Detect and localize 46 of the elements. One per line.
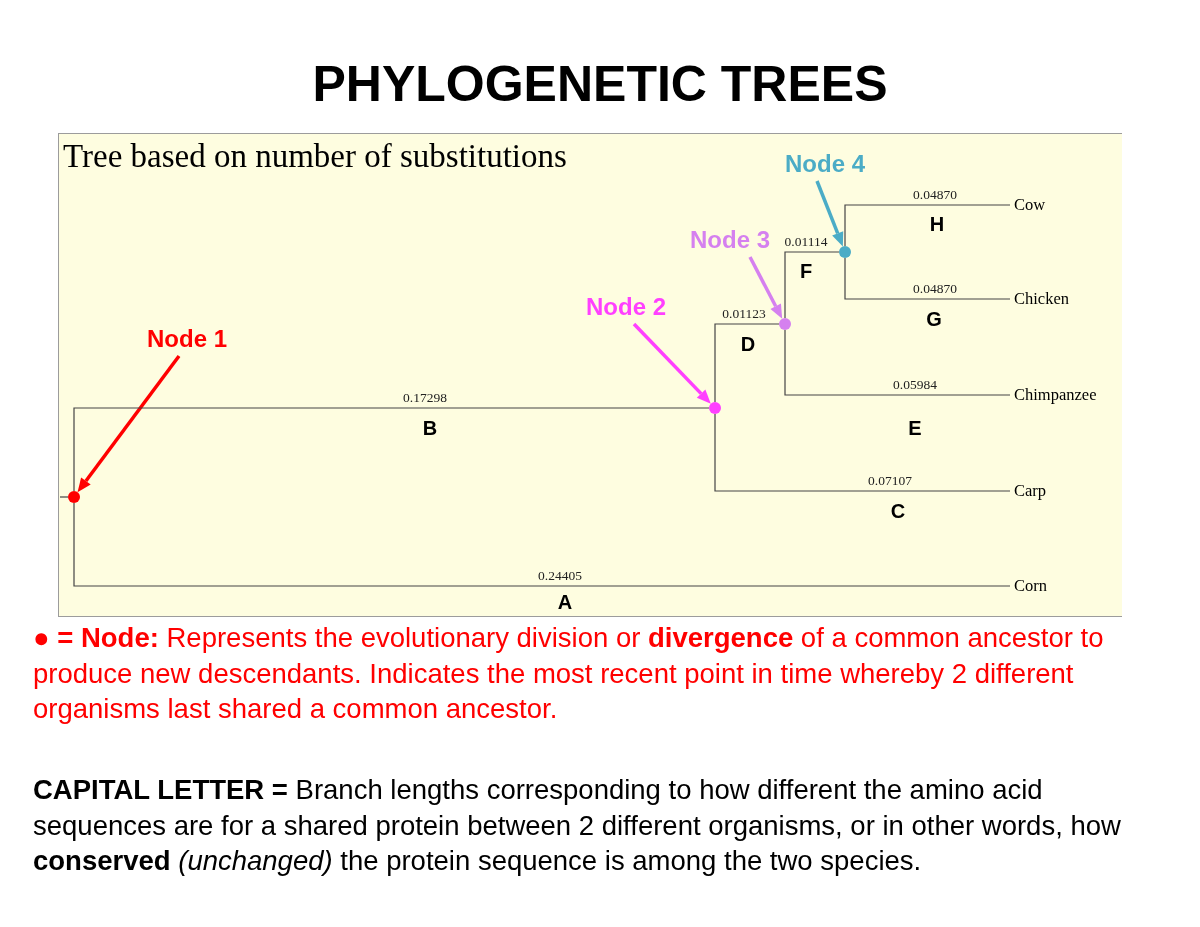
leader-arrow [632, 322, 711, 404]
branch-point-dot [779, 318, 791, 330]
species-label: Chicken [1010, 289, 1069, 309]
branch-length-label: 0.04870 [913, 187, 957, 202]
tree-branch-line [714, 323, 780, 403]
branch-letter: D [740, 333, 756, 355]
branch-length-label: 0.07107 [868, 473, 912, 488]
branch-letter: F [799, 260, 813, 282]
branch-point-dot [839, 246, 851, 258]
callout-label: Node 4 [785, 150, 865, 178]
leader-arrow [748, 256, 783, 319]
tree-branch-line [73, 407, 710, 492]
panel-title: Tree based on number of substitutions [63, 138, 567, 174]
tree-branch-line [73, 502, 1011, 587]
tree-branch-line [784, 329, 1011, 396]
callout-label: Node 2 [586, 293, 666, 321]
tree-branch-line [784, 251, 840, 319]
species-label: Cow [1010, 195, 1046, 215]
page-title: PHYLOGENETIC TREES [311, 56, 889, 112]
branch-letter: E [908, 417, 922, 439]
branch-letter: A [557, 591, 573, 613]
branch-length-label: 0.17298 [403, 390, 447, 405]
branch-letter: G [926, 308, 942, 330]
definition-text: ● = Node: Represents the evolutionary division or divergence of a common ancestor to produce new descendants. Indicates the most recent point in time whereby 2 different organisms last shared a common ancestor. [33, 621, 1105, 726]
leader-arrow [77, 354, 181, 493]
leader-arrow [815, 180, 844, 247]
tree-panel [58, 133, 1122, 617]
branch-length-label: 0.01123 [722, 306, 766, 321]
species-label: Carp [1010, 481, 1047, 501]
species-label: Corn [1010, 576, 1047, 596]
definition-text: CAPITAL LETTER = Branch lengths corresponding to how different the amino acid sequences are for a shared protein between 2 different organisms, or in other words, how conserved (unchanged) the protein sequence is among the two species. [33, 773, 1122, 878]
branch-length-label: 0.01114 [784, 234, 828, 249]
callout-label: Node 1 [147, 325, 227, 353]
branch-point-dot [709, 402, 721, 414]
branch-letter: B [422, 417, 438, 439]
tree-branch-line [844, 204, 1011, 247]
branch-length-label: 0.24405 [538, 568, 582, 583]
branch-point-dot [68, 491, 80, 503]
tree-branch-line [844, 257, 1011, 300]
tree-branch-line [714, 413, 1011, 492]
branch-letter: C [890, 500, 906, 522]
branch-length-label: 0.04870 [913, 281, 957, 296]
branch-length-label: 0.05984 [893, 377, 937, 392]
species-label: Chimpanzee [1010, 385, 1097, 405]
callout-label: Node 3 [690, 226, 770, 254]
branch-letter: H [929, 213, 945, 235]
